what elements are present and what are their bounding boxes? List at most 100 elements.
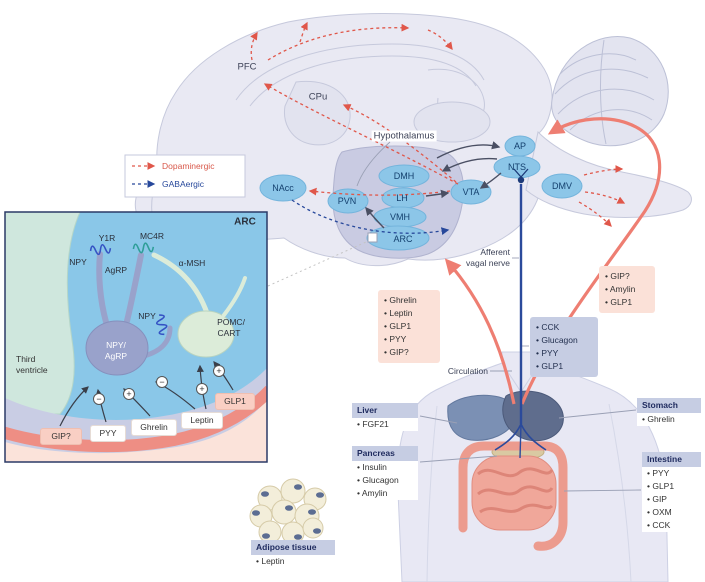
- third-ventricle-region: [5, 212, 81, 415]
- leader-lines: [356, 141, 642, 492]
- leptin-chip: Leptin: [181, 412, 223, 429]
- npy-agrp-neuron-label-2: AgRP: [104, 351, 128, 361]
- nacc-shape: [259, 174, 307, 202]
- nts-shape: [493, 155, 541, 179]
- pancreas-leader: [419, 455, 498, 463]
- pfc-label: PFC: [237, 61, 257, 73]
- hormone-list-vagal: • CCK • Glucagon • PYY • GLP1: [530, 317, 598, 377]
- dmv-label: DMV: [552, 181, 572, 191]
- gip-chip: GIP?: [40, 428, 82, 445]
- dopaminergic-legend-label: Dopaminergic: [162, 161, 215, 171]
- dopaminergic-pfc-up: [250, 31, 258, 61]
- pyy-arrow: [95, 388, 107, 423]
- hypothalamus-label: Hypothalamus: [371, 130, 437, 142]
- intestine-box-title: Intestine: [642, 452, 701, 467]
- third-ventricle-label-1: Third: [16, 354, 36, 364]
- small-intestine-coils: [477, 467, 554, 514]
- npy-upper-label: NPY: [69, 257, 87, 267]
- nts-hypothalamus-arrow: [441, 157, 498, 172]
- gabaergic-legend-label: GABAergic: [162, 179, 205, 189]
- stomach-leader: [558, 409, 637, 419]
- arc-zoom-square: [367, 232, 378, 243]
- legend-box: [124, 154, 246, 198]
- pomc-cart-label-1: POMC/: [217, 317, 245, 327]
- alpha-msh-label: α-MSH: [178, 258, 206, 268]
- pomc-cart-label-2: CART: [217, 328, 241, 338]
- mc4r-label: MC4R: [139, 231, 165, 241]
- pomc-cart-neuron-body: [177, 310, 235, 358]
- glp1-arrow: [213, 361, 234, 391]
- dopaminergic-right-2: [584, 191, 626, 204]
- third-ventricle-label-2: ventricle: [16, 365, 48, 375]
- circulation-to-arc-arrow: [444, 258, 516, 405]
- pancreas-box: Pancreas • Insulin • Glucagon • Amylin: [352, 446, 418, 500]
- lh-label: LH: [396, 193, 408, 203]
- leptin-excite-sign: +: [196, 383, 208, 395]
- dmh-label: DMH: [393, 171, 415, 181]
- glp1-chip: GLP1: [215, 393, 255, 410]
- left-arm-line: [426, 405, 438, 582]
- y1r-receptor-icon: [89, 243, 112, 256]
- npy-agrp-neuron-label-1: NPY/: [106, 340, 126, 350]
- ghrelin-excite-sign: +: [123, 388, 135, 400]
- hormone-list-to-nts: • GIP? • Amylin • GLP1: [599, 266, 655, 313]
- vagal-synapse-dot: [517, 176, 525, 184]
- dopaminergic-branch-right: [427, 29, 453, 51]
- vta-label: VTA: [462, 187, 480, 197]
- npy-lower-label: NPY: [138, 311, 156, 321]
- stomach-box-title: Stomach: [637, 398, 701, 413]
- arc-inset-border: [4, 211, 268, 463]
- liver-box: Liver • FGF21: [352, 403, 418, 431]
- liver-leader: [419, 415, 458, 424]
- npy-agrp-neuron-body: [85, 320, 149, 376]
- dmv-shape: [541, 173, 583, 199]
- gip-arrow: [59, 386, 89, 427]
- pyy-inhibit-sign: −: [93, 393, 105, 405]
- cpu-label: CPu: [308, 91, 328, 103]
- stomach-box: Stomach • Ghrelin: [637, 398, 701, 426]
- dopaminergic-branch-up: [299, 21, 308, 43]
- intestine-box: Intestine • PYY • GLP1 • GIP • OXM • CCK: [642, 452, 701, 532]
- nts-label: NTS: [508, 162, 526, 172]
- dmh-shape: [378, 164, 430, 188]
- afferent-vagal-nerve-label: Afferent vagal nerve: [466, 247, 510, 268]
- hypothalamus-nts-arrow: [436, 141, 501, 159]
- npy-agrp-axon: [141, 325, 173, 359]
- large-intestine-shape: [458, 441, 568, 551]
- lh-vta-arrow: [425, 189, 450, 199]
- ghrelin-chip: Ghrelin: [131, 419, 177, 436]
- dopaminergic-vta-cpu: [342, 104, 457, 183]
- adipose-box-title: Adipose tissue: [251, 540, 335, 555]
- dopaminergic-vta-pfc: [263, 83, 459, 185]
- cerebellum: [551, 36, 669, 147]
- vagal-synapse-forks: [513, 168, 529, 178]
- pomc-axon: [151, 252, 210, 316]
- dopaminergic-right-3: [578, 201, 612, 227]
- dopaminergic-top: [267, 23, 410, 61]
- pyy-chip: PYY: [90, 425, 126, 442]
- vmh-label: VMH: [390, 212, 410, 222]
- arc-pvn-arrow: [365, 206, 385, 229]
- outer-band: [5, 400, 267, 462]
- intestine-leader: [563, 489, 642, 492]
- circulation-label: Circulation: [447, 366, 488, 376]
- npy-agrp-dendrite-left: [96, 251, 109, 325]
- vagal-nerve-branches: [494, 423, 547, 459]
- leptin-inhibit-sign: −: [156, 376, 168, 388]
- dopaminergic-pathways: [250, 21, 626, 227]
- glp1-excite-sign: +: [213, 365, 225, 377]
- y1r-label: Y1R: [98, 233, 116, 243]
- adipose-box: Adipose tissue • Leptin: [251, 540, 335, 568]
- pvn-label: PVN: [337, 196, 357, 206]
- ap-label: AP: [513, 141, 527, 151]
- nts-vta-arrow: [479, 172, 502, 189]
- hypothalamus-leader: [356, 141, 391, 187]
- pomc-process: [222, 276, 247, 317]
- nacc-label: NAcc: [272, 183, 294, 193]
- glutamatergic-arrows: [365, 141, 502, 229]
- cerebellum-folds: [554, 39, 655, 145]
- caudate-putamen-shape: [283, 80, 351, 146]
- mc4r-receptor-icon: [132, 242, 155, 254]
- adipose-cells: [249, 478, 327, 545]
